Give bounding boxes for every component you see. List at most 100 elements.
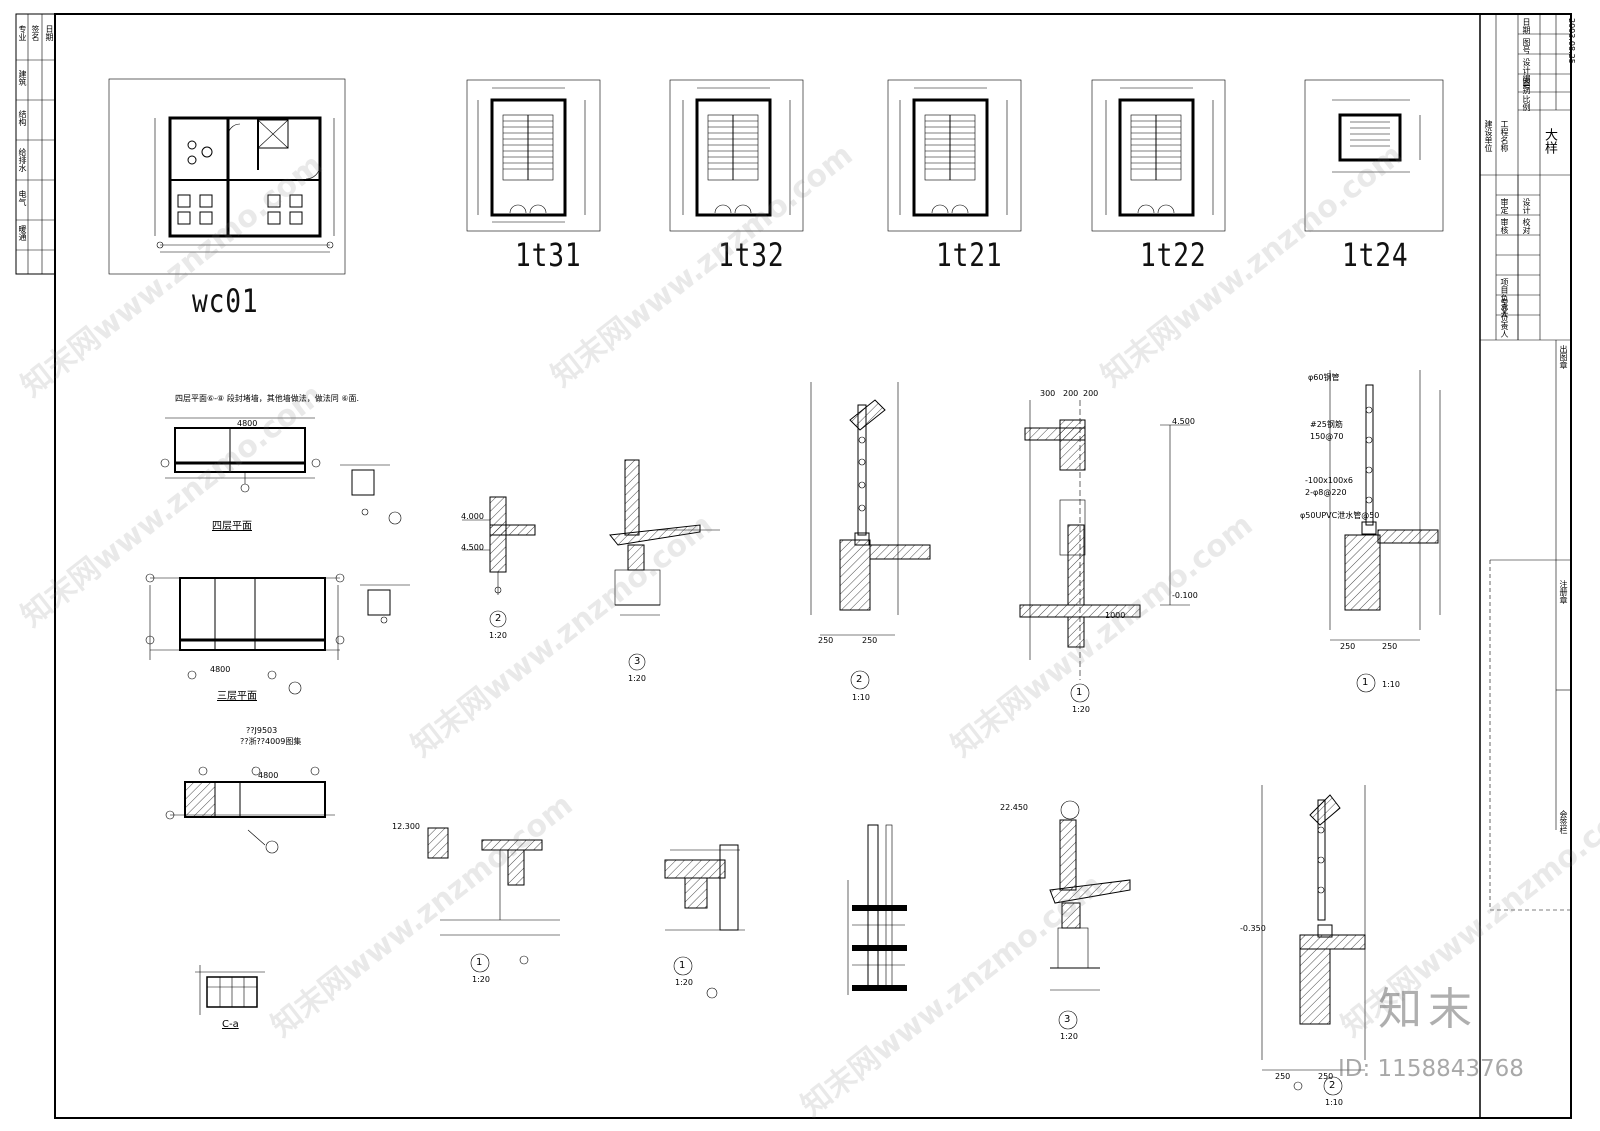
- callout: #25钢筋: [1310, 420, 1343, 429]
- detail-3-parapet-bottom: [1049, 800, 1131, 1030]
- left-strip-field: 给排水: [18, 148, 27, 172]
- ca-title: C-a: [222, 1019, 239, 1030]
- callout: φ60钢管: [1308, 373, 1340, 382]
- wc01-label: wc01: [192, 282, 259, 320]
- detail-scale: 1:20: [675, 978, 693, 987]
- callout: 150@70: [1310, 432, 1344, 441]
- left-binding-strip: [15, 13, 56, 275]
- dimension: 1000: [1105, 611, 1126, 620]
- stair-plan-1t22: [1091, 79, 1226, 232]
- stair-label-1t32: 1t32: [718, 236, 785, 274]
- detail-marker: 2: [1329, 1080, 1336, 1091]
- title-field: 设计编号: [1522, 58, 1531, 90]
- detail-scale: 1:10: [852, 693, 870, 702]
- detail-marker: 3: [634, 656, 641, 667]
- title-field: 工程名称: [1500, 120, 1509, 152]
- dimension: 4800: [210, 665, 231, 674]
- left-strip-field: 日期: [45, 25, 54, 41]
- stair-label-1t21: 1t21: [936, 236, 1003, 274]
- detail-1-railing-right: [1329, 370, 1441, 693]
- title-field: 设计: [1522, 198, 1531, 214]
- title-field: 校对: [1522, 218, 1531, 234]
- dimension: 250: [1275, 1072, 1291, 1081]
- plan-note: 四层平面⑥-⑧ 段封堵墙，其他墙做法，做法同 ⑥面.: [175, 394, 360, 403]
- elevation: 12.300: [392, 822, 420, 831]
- callout: φ50UPVC泄水管@50: [1300, 511, 1380, 520]
- stamp-label: 会签栏: [1559, 810, 1568, 834]
- stair-plan-1t32: [669, 79, 804, 232]
- dimension: 200: [1083, 389, 1099, 398]
- fourth-floor-plan: [160, 417, 402, 525]
- detail-marker: 2: [856, 674, 863, 685]
- ref-code-2: ??浙??4009图集: [240, 737, 302, 746]
- detail-marker: 1: [476, 957, 483, 968]
- stair-label-1t22: 1t22: [1140, 236, 1207, 274]
- title-field: 项目负责人: [1500, 278, 1509, 318]
- detail-3-cornice: [609, 459, 720, 671]
- detail-2-railing: [810, 382, 931, 690]
- detail-2-parapet-small: [462, 496, 536, 628]
- callout: -100x100x6: [1305, 476, 1353, 485]
- dimension: 250: [862, 636, 878, 645]
- dimension: 250: [818, 636, 834, 645]
- ref-code-1: ??J9503: [246, 726, 278, 735]
- callout: 2-φ8@220: [1305, 488, 1347, 497]
- elevation: -0.350: [1240, 924, 1266, 933]
- dimension: 4800: [258, 771, 279, 780]
- watermark-id: ID: 1158843768: [1338, 1056, 1524, 1082]
- title-date: 2003.08.25: [1567, 18, 1576, 64]
- title-drawing-name: 大样: [1542, 128, 1557, 154]
- elevation: 4.500: [461, 543, 484, 552]
- elevation: 4.500: [1172, 417, 1195, 426]
- left-strip-field: 暖通: [18, 225, 27, 241]
- title-field: 专业负责人: [1500, 298, 1509, 338]
- stair-plan-1t31: [466, 79, 601, 232]
- left-strip-field: 专业: [18, 25, 27, 41]
- detail-1-wall-base: [664, 844, 745, 999]
- dimension: 4800: [237, 419, 258, 428]
- dimension: 250: [1382, 642, 1398, 651]
- stair-label-1t31: 1t31: [515, 236, 582, 274]
- detail-1-eaves: [427, 827, 560, 973]
- window-elevation-ca: [195, 965, 265, 1015]
- detail-marker: 1: [679, 960, 686, 971]
- stair-plan-1t21: [887, 79, 1022, 232]
- detail-2-balcony: [1261, 785, 1366, 1096]
- title-field: 图别: [1522, 78, 1531, 94]
- dimension: 250: [1340, 642, 1356, 651]
- elevation: -0.100: [1172, 591, 1198, 600]
- title-field: 审核: [1500, 218, 1509, 234]
- partial-plan: [165, 766, 335, 854]
- stair-plan-1t24: [1304, 79, 1444, 232]
- stamp-label: 出图章: [1559, 345, 1568, 369]
- detail-scale: 1:20: [472, 975, 490, 984]
- left-strip-field: 结构: [18, 110, 27, 126]
- title-block: [1479, 14, 1571, 1118]
- detail-scale: 1:20: [1060, 1032, 1078, 1041]
- title-field: 建设单位: [1484, 120, 1493, 152]
- elevation: 22.450: [1000, 803, 1028, 812]
- title-field: 图号: [1522, 38, 1531, 54]
- stair-label-1t24: 1t24: [1342, 236, 1409, 274]
- detail-scale: 1:20: [628, 674, 646, 683]
- title-field: 审定: [1500, 198, 1509, 214]
- dimension: 200: [1063, 389, 1079, 398]
- detail-scale: 1:10: [1382, 680, 1400, 689]
- detail-scale: 1:20: [489, 631, 507, 640]
- watermark-logo: 知末: [1378, 984, 1478, 1035]
- wc01-plan: [108, 78, 346, 275]
- stamp-label: 注册章: [1559, 580, 1568, 604]
- detail-marker: 1: [1076, 687, 1083, 698]
- detail-marker: 3: [1064, 1014, 1071, 1025]
- third-floor-title: 三层平面: [217, 691, 257, 702]
- left-strip-field: 签名: [31, 25, 40, 41]
- detail-scale: 1:20: [1072, 705, 1090, 714]
- dimension: 250: [1318, 1072, 1334, 1081]
- fourth-floor-title: 四层平面: [212, 521, 252, 532]
- detail-1-beam: [1019, 400, 1190, 703]
- left-strip-field: 建筑: [18, 70, 27, 86]
- title-field: 日期: [1522, 18, 1531, 34]
- dimension: 300: [1040, 389, 1056, 398]
- title-field: 比例: [1522, 95, 1531, 111]
